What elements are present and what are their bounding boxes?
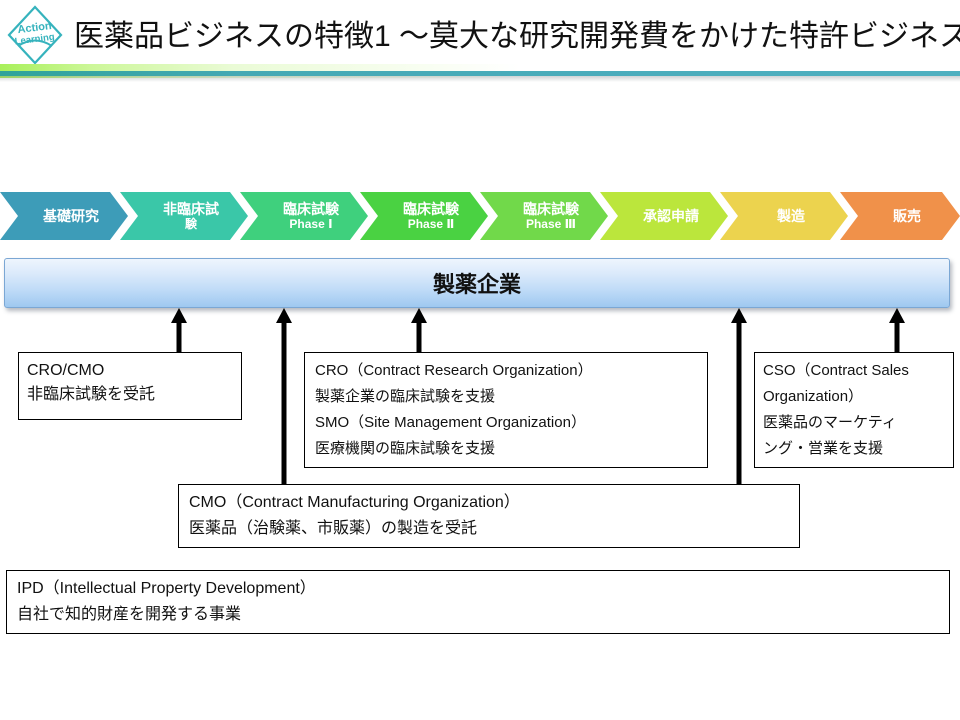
process-step-2-label: 非臨床試 <box>163 200 219 217</box>
process-step-3-sublabel: Phase Ⅰ <box>289 216 333 231</box>
svg-text:Learning: Learning <box>14 32 55 48</box>
box-cro-smo-line-1: CRO（Contract Research Organization） <box>315 362 593 379</box>
arrow-to-cro-smo <box>409 308 429 354</box>
process-step-4-label: 臨床試験 <box>403 200 459 217</box>
box-cro-smo-line-4: 医療機関の臨床試験を支援 <box>315 440 496 457</box>
box-ipd-line-1: IPD（Intellectual Property Development） <box>17 580 316 597</box>
process-step-2[interactable]: 非臨床試験 <box>120 192 248 240</box>
box-cso: CSO（Contract Sales Organization） 医薬品のマーケ… <box>754 352 954 468</box>
arrow-to-cro-cmo <box>169 308 189 354</box>
pharma-company-label: 製薬企業 <box>432 272 521 297</box>
process-step-5-label: 臨床試験 <box>523 200 579 217</box>
divider-line <box>0 71 960 76</box>
divider-shadow <box>0 76 960 82</box>
box-ipd: IPD（Intellectual Property Development） 自… <box>6 570 950 634</box>
box-cmo: CMO（Contract Manufacturing Organization）… <box>178 484 800 548</box>
process-step-8-label: 販売 <box>893 207 921 224</box>
process-step-5-sublabel: Phase Ⅲ <box>525 216 577 231</box>
box-cro-smo: CRO（Contract Research Organization） 製薬企業… <box>304 352 708 468</box>
process-step-7[interactable]: 製造 <box>720 192 848 240</box>
svg-text:Action: Action <box>17 20 53 36</box>
box-cro-cmo-line-2: 非臨床試験を受託 <box>27 386 156 403</box>
process-step-1-label: 基礎研究 <box>43 207 99 224</box>
box-cmo-line-2: 医薬品（治験薬、市販薬）の製造を受託 <box>189 520 478 537</box>
box-cro-smo-line-2: 製薬企業の臨床試験を支援 <box>315 388 496 405</box>
box-cso-line-1: CSO（Contract Sales <box>763 362 909 379</box>
process-step-4-sublabel: Phase Ⅱ <box>407 216 455 231</box>
arrow-to-cmo-right <box>729 308 749 486</box>
header-divider <box>0 64 960 82</box>
process-step-1[interactable]: 基礎研究 <box>0 192 128 240</box>
box-cso-line-2: Organization） <box>763 388 864 405</box>
box-cso-line-4: ング・営業を支援 <box>763 440 884 457</box>
arrow-shaft <box>281 321 287 486</box>
box-cro-cmo-line-1: CRO/CMO <box>27 362 105 379</box>
process-step-6[interactable]: 承認申請 <box>600 192 728 240</box>
page-title: 医薬品ビジネスの特徴1 〜莫大な研究開発費をかけた特許ビジネス〜 <box>74 20 960 53</box>
arrow-shaft <box>176 321 182 354</box>
arrow-head-icon <box>171 308 187 323</box>
arrow-head-icon <box>276 308 292 323</box>
arrow-shaft <box>416 321 422 354</box>
arrow-shaft <box>736 321 742 486</box>
process-step-3-label: 臨床試験 <box>283 200 339 217</box>
box-ipd-line-2: 自社で知的財産を開発する事業 <box>17 606 242 623</box>
box-cmo-line-1: CMO（Contract Manufacturing Organization） <box>189 494 520 511</box>
box-cro-cmo: CRO/CMO 非臨床試験を受託 <box>18 352 242 420</box>
process-step-7-label: 製造 <box>777 207 805 224</box>
arrow-shaft <box>894 321 900 354</box>
process-step-6-label: 承認申請 <box>643 207 699 224</box>
box-cro-smo-line-3: SMO（Site Management Organization） <box>315 414 586 431</box>
arrow-head-icon <box>411 308 427 323</box>
action-learning-logo: Action Learning <box>4 4 66 66</box>
arrow-to-cmo-left <box>274 308 294 486</box>
arrow-head-icon <box>731 308 747 323</box>
box-cso-line-3: 医薬品のマーケティ <box>763 414 897 431</box>
arrow-to-cso <box>887 308 907 354</box>
pharma-company-bar: 製薬企業 <box>4 258 950 308</box>
process-step-2-sublabel: 験 <box>184 216 197 231</box>
arrow-head-icon <box>889 308 905 323</box>
process-step-8[interactable]: 販売 <box>840 192 960 240</box>
